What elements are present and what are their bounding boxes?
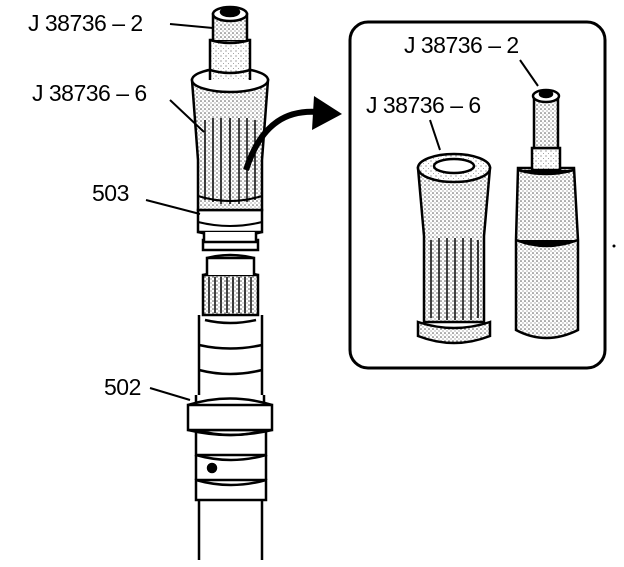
inset-tool-j38736-2 [514,88,580,340]
leader-503 [145,199,201,215]
spline-section [201,238,260,317]
leader-lines-main [145,23,214,401]
part-502-collar [186,395,274,437]
label-main-tool-6: J 38736 – 6 [32,80,147,106]
label-inset-tool-2: J 38736 – 2 [404,32,519,58]
tool-j38736-6-installed [190,66,270,212]
label-main-tool-2: J 38736 – 2 [28,10,143,36]
label-inset-tool-6: J 38736 – 6 [366,92,481,118]
tool-j38736-2-installed [208,5,252,80]
output-shaft [194,428,268,560]
callout-arrow [243,96,342,171]
label-part-502: 502 [104,374,141,400]
seal-503 [196,204,264,244]
label-seal-503: 503 [92,180,129,206]
leader-main-tool-6 [169,99,205,133]
leader-main-tool-2 [169,23,214,29]
inset-panel [348,20,607,370]
stray-mark [612,244,616,248]
main-shaft-assembly [186,5,274,560]
leader-inset-tool-6 [429,119,441,151]
inset-tool-j38736-6 [416,152,492,345]
leader-lines-inset [429,59,539,151]
middle-shaft [197,315,264,395]
leader-502 [149,387,191,401]
leader-inset-tool-2 [519,59,539,87]
